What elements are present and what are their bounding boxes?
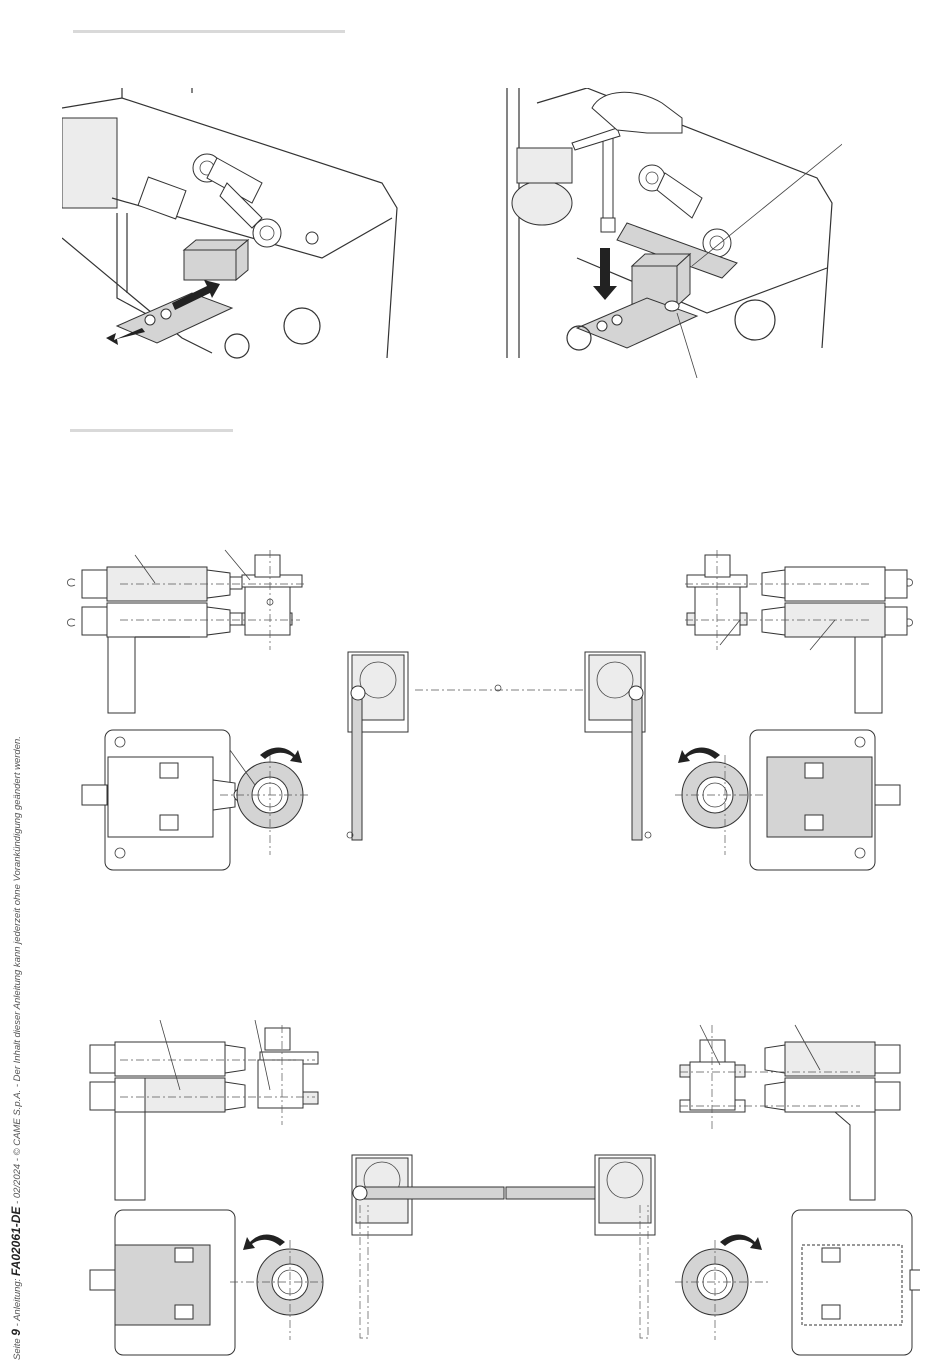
left-leaf — [352, 695, 362, 840]
footer-disclaimer: Der Inhalt dieser Anleitung kann jederze… — [12, 736, 23, 1081]
left-motor-side-view — [82, 730, 310, 870]
footer-page-label: Seite — [12, 1338, 23, 1360]
motor-cylinder-shape — [512, 181, 572, 225]
right-leaf — [632, 695, 642, 840]
footer-copyright: © CAME S.p.A. — [12, 1090, 23, 1156]
footer-separator: - — [12, 1158, 23, 1161]
page-footer: Seite 9 - Anleitung: FA02061-DE - 02/202… — [9, 736, 23, 1360]
rotation-arrow-icon — [243, 1235, 285, 1251]
diagram-open-position — [60, 545, 920, 875]
left-motor-side-view — [90, 1210, 325, 1355]
motor-housing-shape — [62, 118, 117, 208]
slide-arrow-icon — [106, 328, 145, 345]
limit-bracket-block — [632, 266, 677, 306]
diagram-closed-position — [60, 1020, 920, 1360]
rotation-arrow-icon — [678, 748, 720, 764]
footer-separator: - — [12, 1201, 23, 1204]
right-motor-top-view — [680, 1025, 900, 1200]
footer-doc-code: FA02061-DE — [9, 1207, 23, 1276]
section-rule-top — [73, 30, 345, 33]
hand-shape — [592, 92, 682, 133]
rotation-arrow-icon — [720, 1235, 762, 1251]
gate-open-center — [347, 652, 651, 840]
right-motor-side-view — [675, 730, 900, 870]
left-leaf-closed — [362, 1187, 504, 1199]
limit-bracket-block — [184, 250, 236, 280]
footer-page-number: 9 — [9, 1329, 23, 1336]
motor-body-lower — [145, 1078, 225, 1112]
footer-date: 02/2024 — [12, 1164, 23, 1198]
rotation-arrow-icon — [260, 748, 302, 764]
section-rule-middle — [70, 429, 233, 432]
limit-plate-shape — [117, 293, 232, 343]
wrench-shaft — [603, 133, 613, 228]
footer-manual-label: Anleitung: — [12, 1279, 23, 1321]
right-motor-top-view — [685, 550, 913, 713]
footer-separator: - — [12, 1323, 23, 1326]
left-motor-top-view — [68, 550, 306, 713]
left-motor-top-view — [90, 1020, 318, 1200]
illustration-bracket-insertion — [62, 88, 402, 366]
illustration-bracket-fastening — [497, 88, 842, 378]
footer-separator: - — [12, 1084, 23, 1087]
motor-body-upper — [785, 1042, 875, 1076]
gate-closed-center — [352, 1155, 655, 1338]
right-motor-side-view — [675, 1210, 920, 1355]
